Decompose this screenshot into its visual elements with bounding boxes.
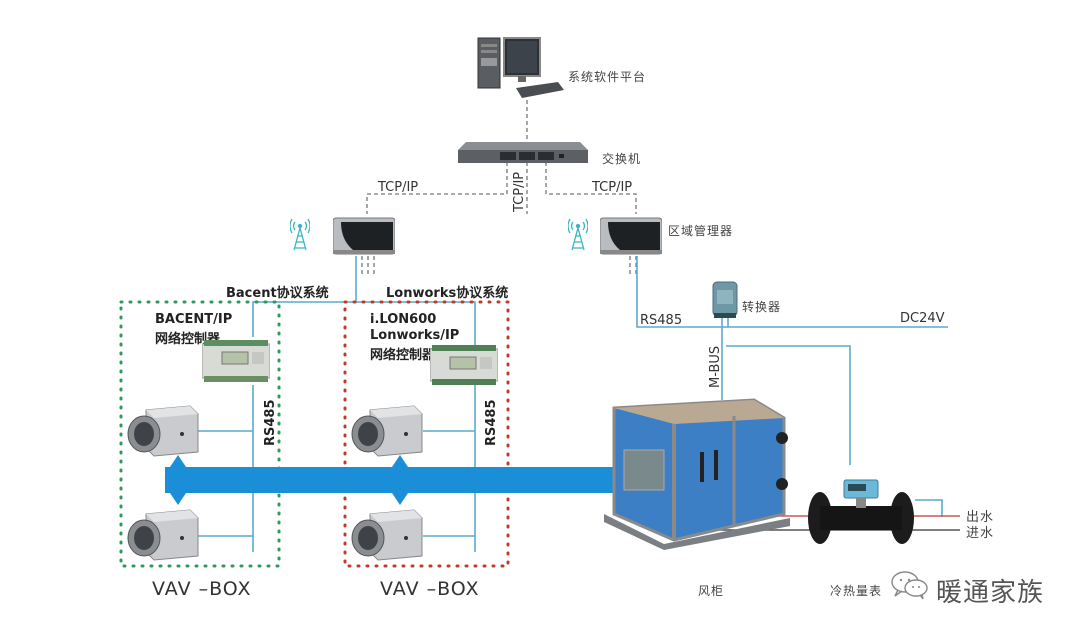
- dc24v-label: DC24V: [900, 311, 945, 326]
- area-manager-label: 区域管理器: [668, 224, 734, 238]
- platform-label: 系统软件平台: [568, 70, 647, 84]
- tcp-ip-left-label: TCP/IP: [378, 180, 419, 195]
- lon-controller-label-line2: Lonworks/IP: [370, 328, 460, 343]
- converter-label: 转换器: [742, 300, 782, 314]
- wireless-antenna-icon: [568, 218, 588, 252]
- switch-to-right-manager-link: [545, 162, 637, 214]
- lonworks-system-label: Lonworks协议系统: [386, 286, 509, 301]
- lonworks-group-border: [343, 300, 510, 568]
- rs485-bus-label: RS485: [640, 313, 683, 328]
- vav-box-icon: [124, 404, 200, 458]
- rs485-converter-bus: [636, 256, 720, 328]
- water-out-label: 出水: [966, 510, 995, 525]
- right-area-manager-icon: [600, 216, 662, 256]
- watermark-text: 暖通家族: [936, 578, 1045, 608]
- switch-to-left-manager-link: [366, 162, 508, 214]
- supply-air-duct: [165, 455, 643, 505]
- ahu-label: 风柜: [698, 584, 725, 598]
- vav-box-icon: [124, 508, 200, 562]
- desktop-computer-icon: [476, 36, 566, 102]
- lon-controller-icon: [430, 345, 498, 385]
- vav-box-icon: [348, 508, 424, 562]
- water-in-label: 进水: [966, 526, 995, 541]
- left-area-manager-icon: [333, 216, 395, 256]
- rs485-left-label: RS485: [263, 399, 278, 446]
- lon-controller-label-line3: 网络控制器: [370, 348, 436, 363]
- air-handling-unit-icon: [604, 394, 790, 550]
- bacnet-group-border: [119, 300, 281, 568]
- bacnet-controller-icon: [202, 340, 270, 382]
- bacnet-controller-label-line1: BACENT/IP: [155, 312, 233, 327]
- wireless-antenna-icon: [290, 218, 310, 252]
- wechat-icon: [890, 570, 930, 600]
- air-branch-arrow-up-right: [392, 455, 408, 467]
- rs485-right-label: RS485: [484, 399, 499, 446]
- tcp-ip-links: [361, 100, 637, 276]
- mbus-label: M-BUS: [708, 345, 723, 388]
- air-duct-body: [165, 467, 643, 493]
- switch-label: 交换机: [602, 152, 642, 166]
- bacnet-vav-group-label: VAV –BOX: [152, 578, 252, 600]
- converter-icon: [712, 280, 738, 320]
- network-switch-icon: [458, 142, 588, 164]
- lon-controller-label-line1: i.LON600: [370, 312, 437, 327]
- lon-vav-group-label: VAV –BOX: [380, 578, 480, 600]
- flow-meter-icon: [806, 478, 916, 546]
- bacnet-system-label: Bacent协议系统: [226, 286, 329, 301]
- meter-signal-line: [726, 345, 851, 465]
- air-branch-arrow-up-left: [170, 455, 186, 467]
- air-branch-arrow-down-right: [392, 493, 408, 505]
- vav-box-icon: [348, 404, 424, 458]
- meter-label: 冷热量表: [830, 584, 883, 598]
- air-branch-arrow-down-left: [170, 493, 186, 505]
- bacnet-controller-label-line2: 网络控制器: [155, 332, 221, 347]
- tcp-ip-center-label: TCP/IP: [512, 171, 527, 212]
- tcp-ip-right-label: TCP/IP: [592, 180, 633, 195]
